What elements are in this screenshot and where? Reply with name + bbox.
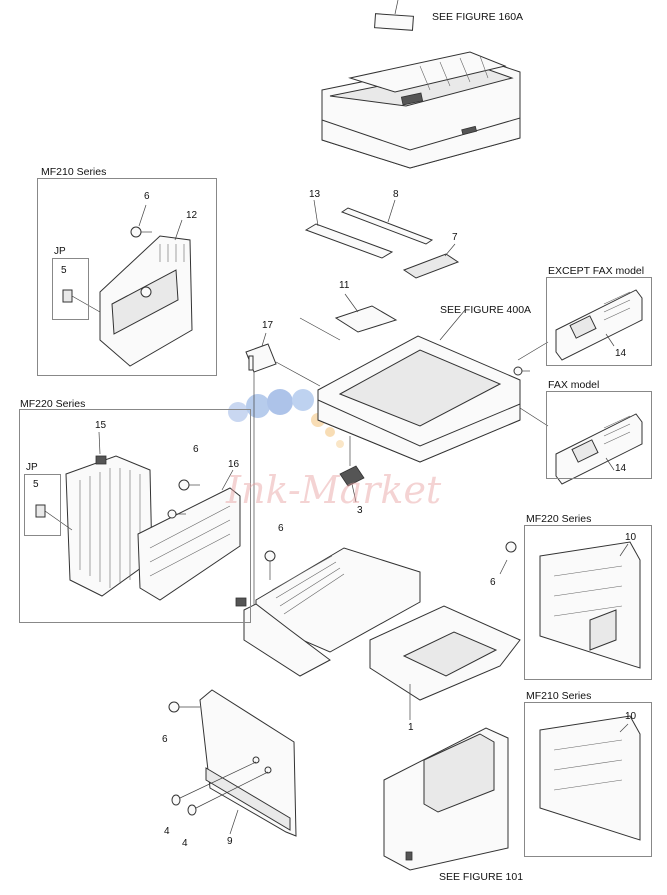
callout-14-a: 14 [615,348,627,359]
callout-12: 12 [186,210,198,221]
mf210-top-parts [62,204,193,367]
mf220-right-parts [499,541,641,669]
callout-14-b: 14 [615,463,627,474]
jp-label-a: JP [54,246,66,257]
control-panel-parts [555,289,643,485]
callout-6-b: 6 [193,444,199,455]
callout-10-a: 10 [625,532,637,543]
watermark-text: Ink-Market [226,468,442,512]
mf220-left-parts [35,431,241,601]
front-cover-parts [383,727,509,871]
callout-15: 15 [95,420,107,431]
callout-4-b: 4 [182,838,188,849]
callout-11: 11 [339,280,350,291]
see-figure-101-caption: SEE FIGURE 101 [439,871,524,883]
callout-9: 9 [227,836,233,847]
callout-1: 1 [408,722,414,733]
base-frame-parts [235,547,521,720]
callout-5-a: 5 [61,265,67,276]
side-cover-left-parts [168,689,297,837]
callout-17: 17 [262,320,274,331]
see-figure-160a-caption: SEE FIGURE 160A [432,11,524,23]
jp-group-box-b [24,474,61,536]
except-fax-model-group-box [546,277,652,366]
mf220-series-title: MF220 Series [20,398,86,410]
callout-6-c: 6 [278,523,284,534]
fax-model-title: FAX model [548,379,600,391]
callout-6-e: 6 [162,734,168,745]
except-fax-model-title: EXCEPT FAX model [548,265,645,277]
adf-assembly [321,0,521,169]
mf210-right-parts [539,715,641,841]
callout-4-a: 4 [164,826,170,837]
scanner-parts [245,199,549,620]
callout-3: 3 [357,505,363,516]
mf210-series-right-title: MF210 Series [526,690,592,702]
callout-5-b: 5 [33,479,39,490]
fax-model-group-box [546,391,652,479]
callout-16: 16 [228,459,240,470]
callout-13: 13 [309,189,321,200]
callout-8: 8 [393,189,399,200]
mf220-series-group-box [19,409,251,623]
see-figure-400a-caption: SEE FIGURE 400A [440,304,532,316]
jp-group-box-a [52,258,89,320]
mf220-series-right-group-box [524,525,652,680]
callout-6-a: 6 [144,191,150,202]
mf220-series-right-title: MF220 Series [526,513,592,525]
callout-6-d: 6 [490,577,496,588]
callout-7: 7 [452,232,458,243]
callout-10-b: 10 [625,711,637,722]
mf210-series-title: MF210 Series [41,166,107,178]
mf210-series-right-group-box [524,702,652,857]
jp-label-b: JP [26,462,38,473]
mf210-series-group-box [37,178,217,376]
